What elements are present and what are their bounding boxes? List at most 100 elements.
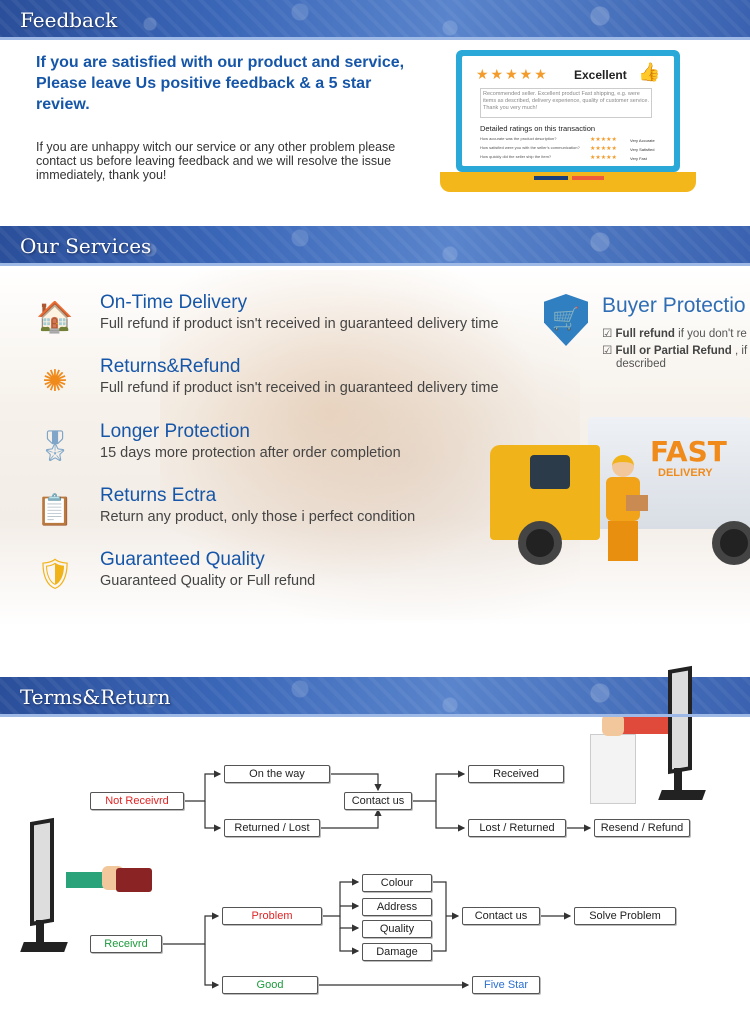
feedback-banner: Feedback [0, 0, 750, 40]
banner-divider [0, 263, 750, 266]
monitor-icon [658, 665, 720, 808]
credit-card-icon [116, 868, 152, 892]
service-item-guaranteed-quality: 🛡 Guaranteed Quality Guaranteed Quality … [28, 549, 548, 599]
service-heading: Returns Ectra [100, 485, 217, 506]
rating-question: How quickly did the seller ship the item… [480, 154, 552, 159]
terms-banner: Terms&Return [0, 677, 750, 717]
truck-wheel [712, 521, 750, 565]
rating-row: How accurate was the product description… [480, 136, 660, 145]
services-banner-title: Our Services [20, 234, 152, 258]
colour-box: Colour [362, 874, 432, 892]
rating-card: ★★★★★ Excellent 👍 Recommended seller. Ex… [462, 56, 674, 166]
monitor-icon [20, 817, 82, 960]
contact-us-box: Contact us [462, 907, 540, 925]
buyer-protection: 🛒 Buyer Protectio ☑ Full refund if you d… [544, 292, 750, 382]
service-description: Return any product, only those i perfect… [100, 509, 416, 525]
star-icons: ★★★★★ [590, 137, 617, 143]
returned-lost-box: Returned / Lost [224, 819, 320, 837]
services-banner: Our Services [0, 226, 750, 266]
flowchart-connectors [162, 770, 592, 989]
service-heading: Guaranteed Quality [100, 549, 265, 570]
on-the-way-box: On the way [224, 765, 330, 783]
service-item-longer-protection: 🎖 Longer Protection 15 days more protect… [28, 421, 548, 471]
laptop-slot [572, 176, 604, 180]
medal-icon: 🎖 [35, 429, 75, 463]
hand-with-card-icon [66, 858, 156, 898]
service-item-returns-refund: ✺ Returns&Refund Full refund if product … [28, 356, 548, 406]
laptop-illustration: ★★★★★ Excellent 👍 Recommended seller. Ex… [440, 50, 696, 200]
hand [602, 714, 624, 736]
shopping-bag-icon [590, 734, 636, 804]
star-icons: ★★★★★ [590, 146, 617, 152]
buyer-line-bold: Full refund [615, 328, 675, 340]
address-box: Address [362, 898, 432, 916]
terms-banner-title: Terms&Return [20, 685, 171, 709]
buyer-line-rest: , if t [735, 345, 750, 357]
clock-house-icon: 🏠 [36, 300, 74, 334]
rating-verdict: Very Fast [630, 156, 647, 161]
contact-us-box: Contact us [344, 792, 412, 810]
rating-verdict: Very Accurate [630, 138, 655, 143]
buyer-line-bold: Full or Partial Refund [615, 345, 732, 357]
good-box: Good [222, 976, 318, 994]
service-heading: Longer Protection [100, 421, 250, 442]
truck-window [530, 455, 570, 489]
review-text-box: Recommended seller. Excellent product Fa… [480, 88, 652, 118]
buyer-protection-line: described [616, 358, 666, 370]
solve-problem-box: Solve Problem [574, 907, 676, 925]
buyer-protection-line: ☑ Full or Partial Refund , if t [602, 343, 750, 357]
service-description: Full refund if product isn't received in… [100, 380, 499, 396]
service-description: Full refund if product isn't received in… [100, 316, 499, 332]
service-item-on-time-delivery: 🏠 On-Time Delivery Full refund if produc… [28, 292, 548, 342]
courier-figure [598, 455, 648, 565]
damage-box: Damage [362, 943, 432, 961]
courier-legs [608, 521, 638, 561]
service-heading: On-Time Delivery [100, 292, 248, 313]
laptop-slot [534, 176, 568, 180]
problem-box: Problem [222, 907, 322, 925]
feedback-banner-title: Feedback [20, 8, 118, 32]
laptop-screen: ★★★★★ Excellent 👍 Recommended seller. Ex… [456, 50, 680, 172]
orange-badge-icon: ✺ [42, 364, 68, 398]
monitor-stand [36, 920, 44, 944]
banner-divider [0, 714, 750, 717]
truck-wheel [518, 521, 562, 565]
received-good-box: Receivrd [90, 935, 162, 953]
rating-verdict: Very Satisfied [630, 147, 655, 152]
laptop-base [440, 172, 696, 192]
buyer-protection-title: Buyer Protectio [602, 294, 746, 317]
sleeve [618, 716, 668, 734]
clipboard-icon: 📋 [36, 493, 74, 527]
rating-label: Excellent [574, 68, 627, 82]
five-star-box: Five Star [472, 976, 540, 994]
thumbs-up-icon: 👍 [638, 62, 661, 82]
rating-row: How satisfied were you with the seller's… [480, 145, 660, 154]
service-description: 15 days more protection after order comp… [100, 445, 401, 461]
courier-head [612, 455, 634, 477]
detailed-ratings-title: Detailed ratings on this transaction [480, 124, 596, 133]
not-received-box: Not Receivrd [90, 792, 184, 810]
rating-question: How satisfied were you with the seller's… [480, 145, 580, 150]
feedback-note-text: If you are unhappy witch our service or … [36, 140, 396, 182]
delivery-label: DELIVERY [658, 467, 713, 479]
banner-divider [0, 37, 750, 40]
feedback-lead-text: If you are satisfied with our product an… [36, 54, 405, 113]
monitor-stand [674, 768, 682, 792]
lost-returned-box: Lost / Returned [468, 819, 566, 837]
rating-row: How quickly did the seller ship the item… [480, 154, 660, 163]
received-box: Received [468, 765, 564, 783]
quality-box: Quality [362, 920, 432, 938]
truck-cab [490, 445, 600, 540]
buyer-protection-line: ☑ Full refund if you don't re [602, 326, 747, 340]
checkbox-icon: ☑ [602, 328, 616, 340]
checkbox-icon: ☑ [602, 345, 616, 357]
service-description: Guaranteed Quality or Full refund [100, 573, 316, 589]
delivery-truck-illustration: FAST DELIVERY [490, 415, 750, 565]
buyer-line-rest: if you don't re [674, 328, 747, 340]
package-icon [626, 495, 648, 511]
sleeve [66, 872, 106, 888]
service-heading: Returns&Refund [100, 356, 241, 377]
star-icons: ★★★★★ [590, 155, 617, 161]
five-star-rating-icon: ★★★★★ [476, 66, 549, 82]
fast-label: FAST [650, 435, 727, 468]
